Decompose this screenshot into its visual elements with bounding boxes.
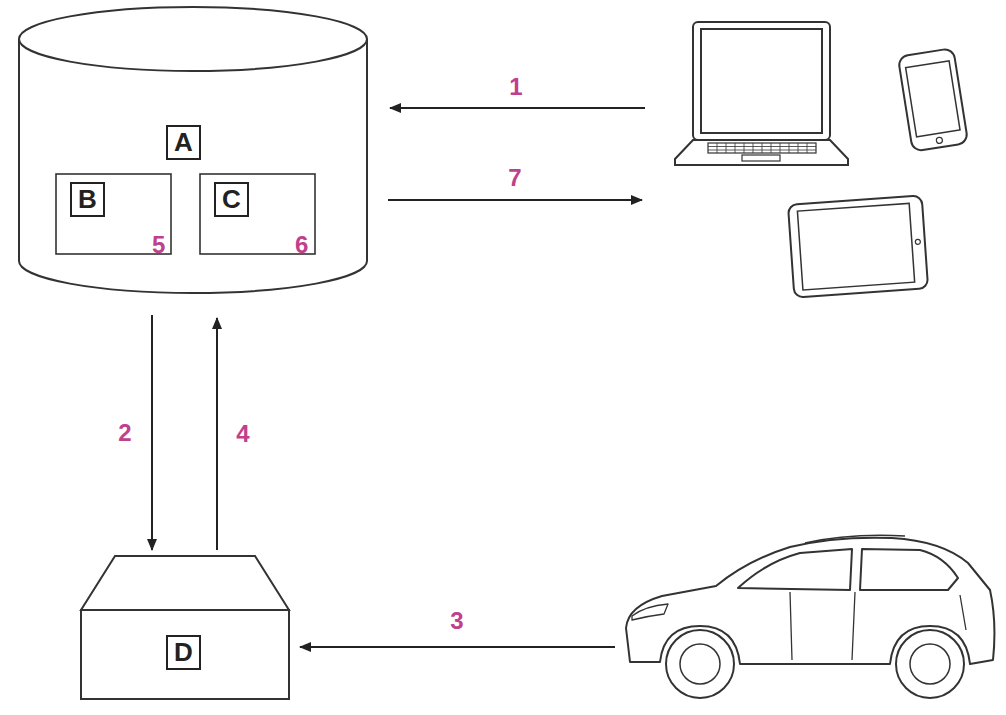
car-roof-rail — [805, 535, 905, 543]
car-front-wheel — [666, 630, 734, 698]
car-headlight — [632, 604, 668, 620]
phone-button — [936, 137, 943, 144]
flow-arrow — [151, 315, 153, 550]
callout-number: 5 — [152, 232, 165, 258]
tablet-illustration — [788, 195, 928, 297]
phone-body — [898, 48, 968, 152]
database-cylinder: AB5C6 — [18, 5, 368, 295]
cylinder-top — [19, 7, 367, 71]
car-front-rim — [680, 644, 720, 684]
callout-number: 6 — [295, 232, 308, 258]
cylinder-body — [19, 39, 367, 293]
part-letter: B — [70, 182, 105, 217]
phone-illustration — [898, 48, 968, 152]
device-top — [81, 556, 289, 610]
callout-number: 3 — [450, 608, 463, 634]
laptop-touchpad — [742, 155, 780, 161]
callout-number: 7 — [508, 165, 521, 191]
laptop-base — [675, 140, 848, 165]
laptop-illustration — [675, 22, 848, 165]
laptop-screen — [693, 22, 830, 140]
flow-arrow — [216, 318, 218, 550]
component-box: B5 — [55, 173, 172, 255]
arrow-7 — [388, 199, 642, 201]
laptop-keys — [708, 143, 816, 153]
tablet-screen — [797, 203, 914, 290]
car-windows — [738, 549, 958, 590]
part-letter: A — [166, 125, 201, 160]
part-letter: C — [214, 182, 249, 217]
car-rear-wheel — [896, 630, 964, 698]
phone-screen — [906, 61, 960, 137]
part-letter: D — [166, 635, 201, 670]
component-box: C6 — [199, 173, 316, 255]
callout-number: 2 — [118, 420, 131, 446]
device-front — [81, 610, 289, 699]
callout-number: 1 — [509, 74, 522, 100]
laptop-keyboard — [708, 143, 816, 153]
arrow-1 — [390, 107, 645, 109]
tablet-body — [788, 195, 928, 297]
arrow-3 — [300, 646, 615, 648]
callout-number: 4 — [236, 421, 249, 447]
device-unit: D — [80, 555, 290, 700]
tablet-button — [915, 239, 920, 244]
car-rear-rim — [910, 644, 950, 684]
laptop-display — [701, 29, 822, 133]
car-illustration — [626, 535, 994, 698]
device-unit-outline — [80, 555, 290, 700]
